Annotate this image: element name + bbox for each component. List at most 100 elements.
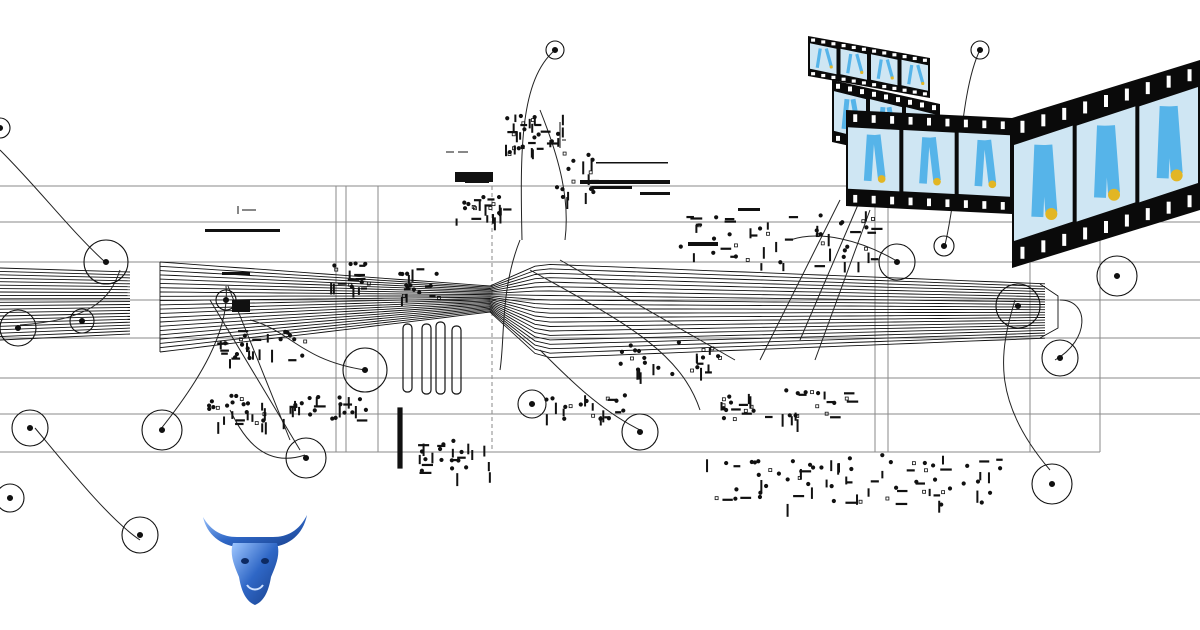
note-beam	[313, 405, 326, 408]
note-stem	[515, 131, 518, 143]
note-box	[591, 413, 596, 418]
note-stem	[519, 132, 522, 140]
note-beam	[520, 123, 528, 127]
note-dot	[449, 458, 454, 463]
note-stem	[263, 408, 266, 421]
note-stem	[987, 472, 990, 484]
sprocket-hole	[1124, 88, 1129, 101]
note-beam	[528, 141, 536, 145]
note-dot	[285, 330, 290, 335]
note-dot	[784, 388, 789, 393]
note-dot	[656, 365, 661, 370]
note-stem	[488, 472, 491, 483]
note-box	[749, 404, 754, 409]
sprocket-hole	[890, 116, 895, 124]
note-beam	[722, 498, 733, 501]
note-beam	[418, 444, 430, 447]
note-beam	[437, 444, 446, 448]
note-box	[721, 397, 726, 402]
note-dot	[795, 391, 800, 396]
stroke-curves	[0, 49, 1083, 541]
node-dot	[893, 258, 901, 266]
note-box	[795, 414, 800, 418]
node-circle	[0, 483, 25, 513]
node-circle	[11, 409, 49, 447]
note-beam	[695, 223, 703, 226]
note-dot	[818, 232, 823, 237]
note-dot	[785, 477, 790, 482]
note-beam	[871, 227, 883, 230]
note-box	[844, 396, 849, 401]
sprocket-hole	[1062, 233, 1067, 246]
node-circle	[141, 409, 183, 451]
note-dot	[734, 487, 739, 492]
sprocket-hole	[861, 81, 866, 85]
note-dot	[678, 244, 683, 249]
note-box	[824, 411, 829, 416]
note-box	[568, 404, 573, 409]
sprocket-hole	[884, 94, 888, 100]
sprocket-hole	[1145, 208, 1150, 221]
note-dot	[441, 442, 446, 447]
note-dot	[778, 260, 783, 265]
note-stem	[291, 406, 294, 418]
note-dot	[300, 353, 305, 358]
note-beam	[425, 285, 432, 288]
film-strip-graphic	[808, 36, 1200, 268]
film-segment	[808, 36, 930, 98]
note-stem	[867, 488, 870, 497]
note-dot	[536, 132, 541, 137]
sprocket-hole	[851, 79, 856, 83]
note-beam	[940, 468, 952, 471]
note-stem	[531, 123, 534, 133]
node-dot	[551, 46, 559, 54]
note-stem	[217, 422, 220, 434]
sprocket-hole	[836, 83, 840, 89]
note-dot	[261, 418, 266, 423]
note-dot	[831, 498, 836, 504]
node-dot	[14, 324, 22, 332]
note-beam	[359, 264, 366, 267]
note-dot	[451, 438, 456, 443]
note-dot	[245, 401, 251, 406]
note-dot	[776, 471, 782, 476]
black-bars	[205, 162, 760, 312]
note-dot	[456, 458, 461, 463]
bull-head-icon	[203, 515, 307, 605]
film-figure-shoe	[890, 76, 894, 80]
note-dot	[462, 206, 468, 211]
note-dot	[544, 397, 549, 402]
node-circle	[342, 347, 388, 393]
note-box	[571, 179, 576, 184]
note-dot	[642, 360, 648, 365]
film-figure-shoe	[933, 177, 941, 186]
note-stem	[258, 349, 261, 361]
film-figure-legs	[1031, 144, 1058, 218]
node-circle	[1096, 255, 1138, 297]
sprocket-hole	[860, 89, 864, 95]
note-box	[471, 205, 476, 209]
note-dot	[829, 484, 834, 489]
note-beam	[933, 494, 941, 497]
note-stem	[979, 471, 982, 481]
note-stem	[282, 418, 285, 430]
node-dot	[0, 124, 4, 132]
note-box	[745, 258, 750, 262]
note-dot	[757, 494, 763, 500]
film-figure-legs	[815, 48, 833, 68]
note-beam	[487, 198, 495, 201]
sprocket-hole	[927, 198, 931, 207]
note-dot	[721, 415, 727, 421]
film-figure-legs	[1156, 105, 1183, 179]
note-box	[911, 461, 916, 466]
film-figure-shoe	[1045, 208, 1058, 221]
note-dot	[695, 365, 700, 370]
note-dot	[234, 352, 240, 357]
note-stem	[219, 340, 222, 350]
note-box	[511, 132, 516, 137]
note-box	[254, 421, 259, 426]
sprocket-hole	[831, 75, 836, 79]
note-beam	[814, 265, 826, 268]
note-beam	[421, 463, 434, 467]
